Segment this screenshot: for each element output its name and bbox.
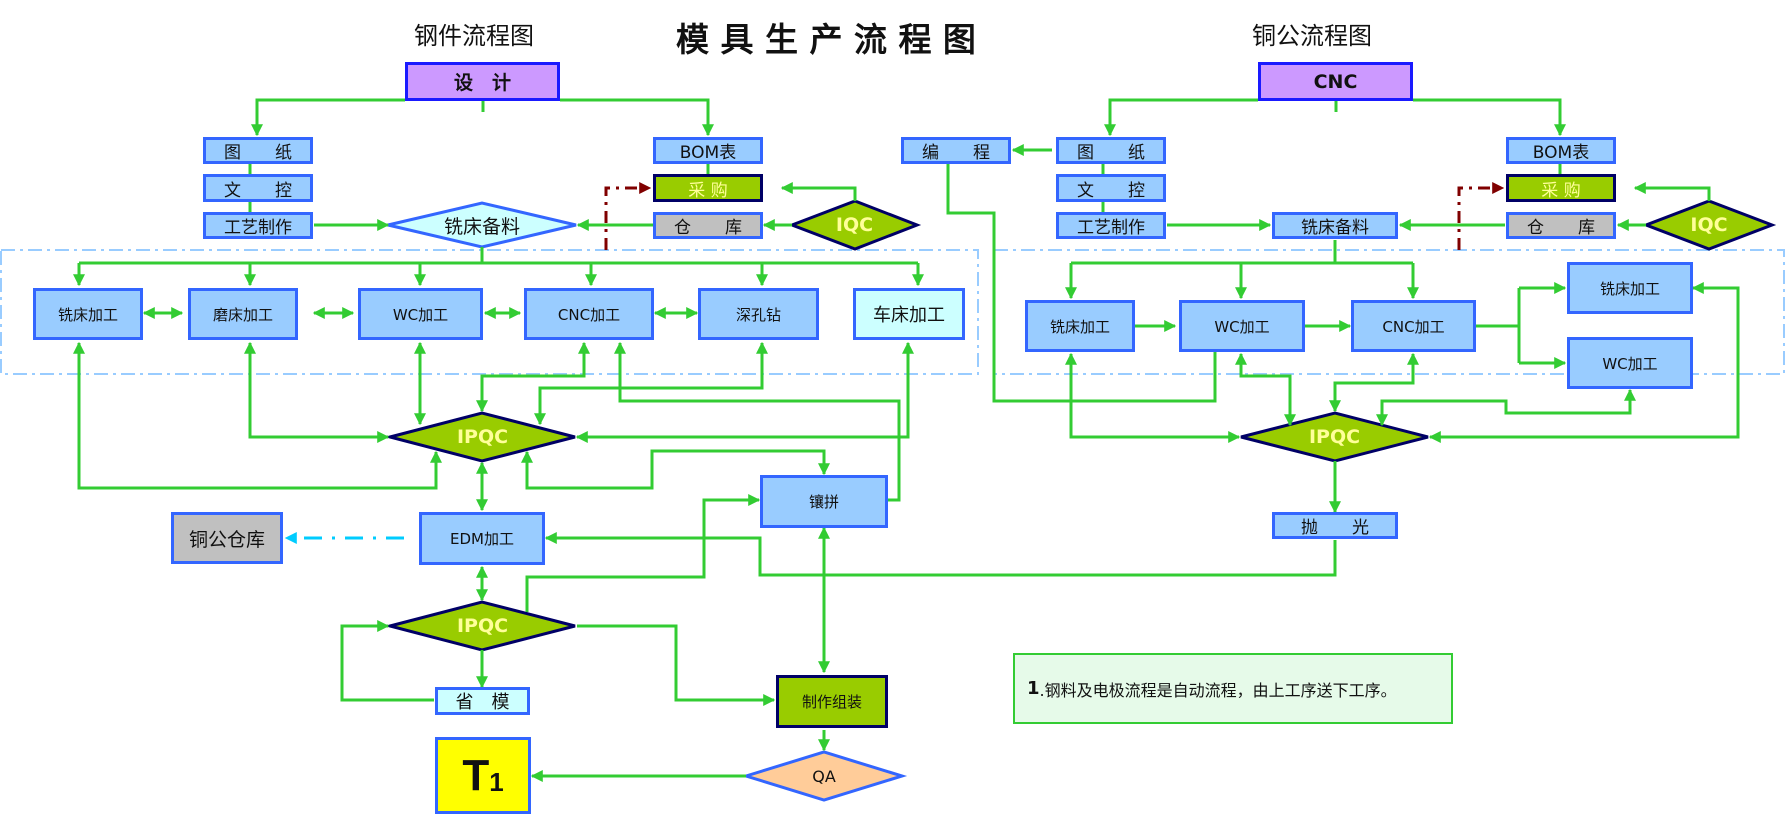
qa-diamond[interactable] — [740, 750, 908, 802]
wire — [544, 532, 1337, 577]
copper-drawing-box[interactable]: 图 纸 — [1056, 137, 1166, 164]
copper-cnc-machining-box[interactable]: CNC加工 — [1351, 300, 1476, 352]
steel-design-box[interactable]: 设 计 — [405, 62, 560, 101]
copper-iqc-diamond[interactable] — [1641, 199, 1777, 251]
copper-bom-box[interactable]: BOM表 — [1506, 137, 1616, 164]
steel-edm-box[interactable]: EDM加工 — [419, 512, 545, 565]
copper-cnc-start-box[interactable]: CNC — [1258, 62, 1413, 101]
wire — [521, 449, 830, 490]
steel-ipqc2-diamond[interactable] — [384, 600, 576, 652]
steel-wc-machining-box[interactable]: WC加工 — [358, 288, 483, 340]
copper-flow-title: 铜公流程图 — [1252, 22, 1372, 50]
wire — [73, 341, 442, 490]
copper-store-box[interactable]: 铜公仓库 — [171, 512, 283, 564]
wire — [1428, 282, 1740, 443]
steel-process-box[interactable]: 工艺制作 — [203, 212, 313, 239]
copper-mill2-machining-box[interactable]: 铣床加工 — [1567, 262, 1693, 314]
copper-polish-box[interactable]: 抛 光 — [1272, 512, 1398, 539]
copper-warehouse-box[interactable]: 仓 库 — [1506, 212, 1616, 239]
copper-mill-machining-box[interactable]: 铣床加工 — [1025, 300, 1135, 352]
t1-main-label: T — [462, 750, 490, 800]
steel-ipqc1-diamond[interactable] — [384, 411, 576, 463]
copper-mill-prep-box[interactable]: 铣床备料 — [1272, 212, 1398, 239]
wire — [244, 341, 390, 443]
copper-wc-machining-box[interactable]: WC加工 — [1179, 300, 1305, 352]
wire — [1376, 388, 1636, 427]
copper-purchase-box[interactable]: 采 购 — [1506, 174, 1616, 202]
wire — [1235, 352, 1296, 427]
steel-doc-control-box[interactable]: 文 控 — [203, 174, 313, 202]
copper-wc2-machining-box[interactable]: WC加工 — [1567, 337, 1693, 389]
steel-grind-machining-box[interactable]: 磨床加工 — [188, 288, 298, 340]
steel-drawing-box[interactable]: 图 纸 — [203, 137, 313, 164]
steel-mill-machining-box[interactable]: 铣床加工 — [33, 288, 143, 340]
steel-assembly-box[interactable]: 制作组装 — [776, 675, 888, 728]
copper-purchase-dashed-link — [1457, 182, 1505, 250]
wire — [560, 98, 714, 137]
copper-process-box[interactable]: 工艺制作 — [1056, 212, 1166, 239]
steel-purchase-box[interactable]: 采 购 — [653, 174, 763, 202]
wire — [1104, 98, 1258, 137]
wire — [525, 494, 761, 612]
steel-flow-title: 钢件流程图 — [414, 22, 534, 50]
steel-deep-drill-box[interactable]: 深孔钻 — [698, 288, 819, 340]
wire — [577, 624, 776, 706]
wire — [575, 341, 914, 443]
note-text: .钢料及电极流程是自动流程，由上工序送下工序。 — [1039, 680, 1397, 700]
steel-bom-box[interactable]: BOM表 — [653, 137, 763, 164]
main-title: 模 具 生 产 流 程 图 — [676, 20, 976, 59]
wire — [340, 620, 434, 702]
wire — [1413, 98, 1566, 137]
steel-save-mold-box[interactable]: 省 模 — [435, 687, 530, 715]
wire — [534, 341, 768, 426]
steel-lathe-machining-box[interactable]: 车床加工 — [853, 288, 965, 340]
wire — [251, 98, 405, 137]
copper-programming-box[interactable]: 编 程 — [901, 137, 1011, 164]
copper-doc-control-box[interactable]: 文 控 — [1056, 174, 1166, 202]
copper-ipqc-diamond[interactable] — [1240, 411, 1429, 463]
steel-purchase-dashed-link — [604, 182, 652, 250]
note-number: 1 — [1027, 678, 1040, 699]
process-note: 1.钢料及电极流程是自动流程，由上工序送下工序。 — [1013, 653, 1453, 724]
wire — [1065, 352, 1241, 443]
steel-machining-group-frame — [0, 249, 979, 375]
steel-cnc-machining-box[interactable]: CNC加工 — [524, 288, 654, 340]
steel-iqc-diamond[interactable] — [787, 199, 922, 251]
steel-mill-prep-diamond[interactable] — [387, 201, 577, 249]
wire — [1633, 182, 1711, 201]
steel-warehouse-box[interactable]: 仓 库 — [653, 212, 763, 239]
wire — [476, 341, 590, 413]
steel-insert-box[interactable]: 镶拼 — [760, 475, 888, 528]
t1-sub-label: 1 — [489, 767, 504, 797]
wire — [780, 182, 857, 201]
wire — [1329, 352, 1419, 413]
